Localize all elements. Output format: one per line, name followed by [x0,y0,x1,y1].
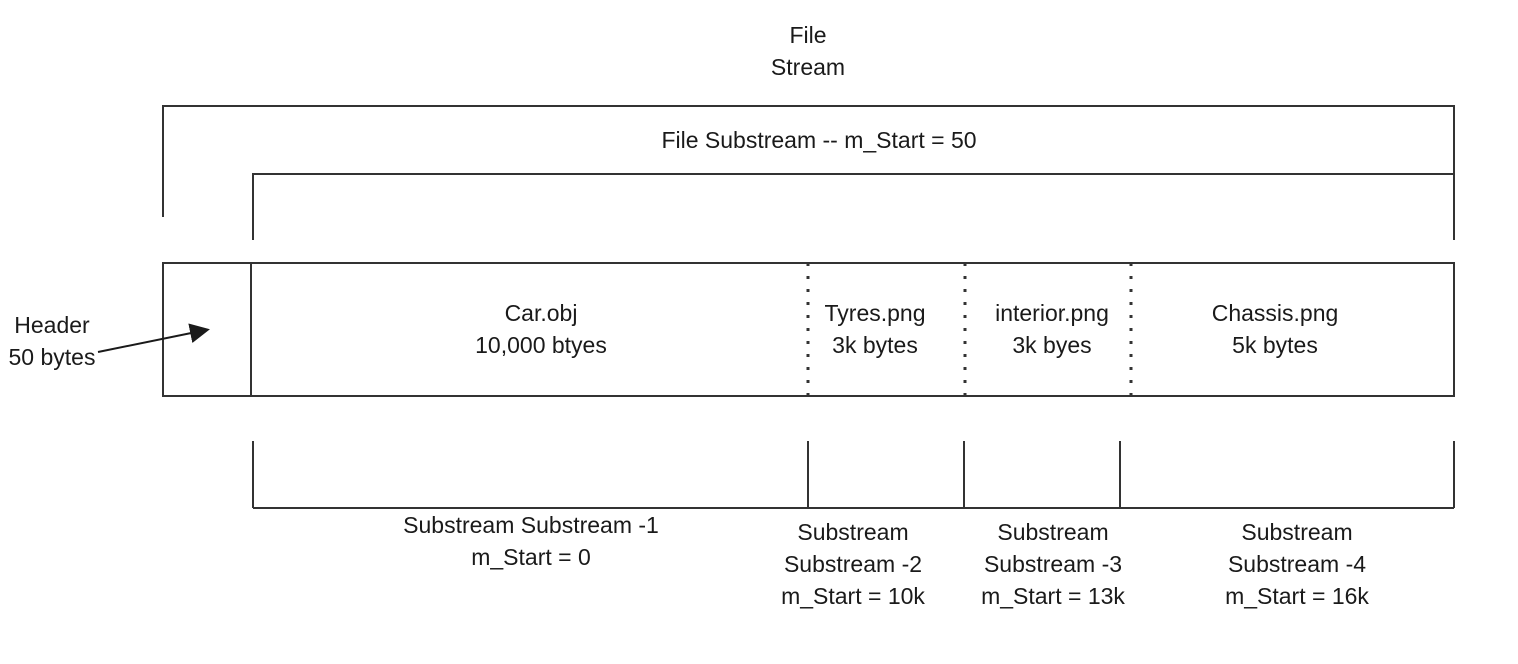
segment-size: 3k byes [1012,332,1092,358]
segment-name: Car.obj [504,300,578,326]
segment-size: 10,000 btyes [475,332,607,358]
segment-size: 5k bytes [1232,332,1318,358]
substream-1-label: Substream Substream -1 m_Start = 0 [403,509,659,573]
segment-name: Chassis.png [1211,300,1339,326]
segment-name: Tyres.png [824,300,926,326]
substream-line3: m_Start = 13k [981,583,1125,609]
substream-line2: Substream -2 [783,551,923,577]
substream-line1: Substream [797,519,909,545]
substream-line2: Substream -4 [1227,551,1367,577]
file-substream-label: File Substream -- m_Start = 50 [661,124,976,156]
segment-car: Car.obj 10,000 btyes [475,297,607,361]
file-substream-label-text: File Substream -- m_Start = 50 [661,127,977,153]
file-stream-label-line2: Stream [770,54,846,80]
header-arrow [97,323,210,353]
substream-line2: Substream -3 [983,551,1123,577]
segment-name: interior.png [995,300,1109,326]
substream-line1: Substream [997,519,1109,545]
segment-interior: interior.png 3k byes [995,297,1109,361]
segment-tyres: Tyres.png 3k bytes [825,297,926,361]
header-label: Header 50 bytes [0,309,104,373]
substream-line3: m_Start = 16k [1225,583,1369,609]
substream-2-label: Substream Substream -2 m_Start = 10k [781,516,925,612]
header-label-line2: 50 bytes [8,344,96,370]
substream-line2: m_Start = 0 [471,544,591,570]
segment-chassis: Chassis.png 5k bytes [1212,297,1339,361]
substream-4-label: Substream Substream -4 m_Start = 16k [1225,516,1369,612]
substream-line1: Substream Substream -1 [403,512,659,538]
substream-line1: Substream [1241,519,1353,545]
segment-size: 3k bytes [832,332,918,358]
substream-3-label: Substream Substream -3 m_Start = 13k [981,516,1125,612]
file-stream-bracket [162,105,1455,217]
file-stream-label: File Stream [771,19,845,83]
header-label-line1: Header [14,312,90,338]
substream-line3: m_Start = 10k [781,583,925,609]
file-substream-bracket [252,173,1455,240]
file-stream-label-line1: File [789,22,827,48]
